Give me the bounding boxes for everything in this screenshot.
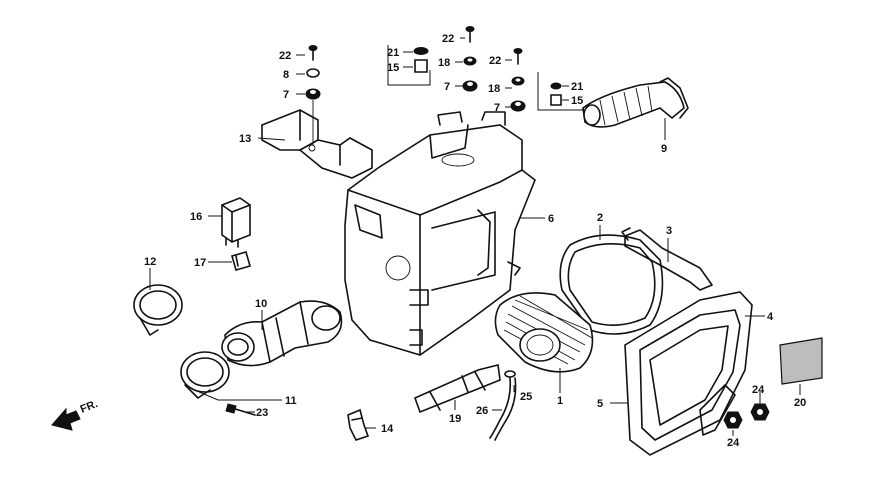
part-26-drain-tube: [489, 377, 517, 441]
callout-19: 19: [449, 413, 461, 425]
leader-lines: [149, 37, 801, 436]
callout-13: 13: [239, 133, 251, 145]
part-24-nut-a: [723, 411, 743, 429]
callout-9: 9: [661, 143, 667, 155]
part-20-label: [779, 337, 823, 385]
callout-24b: 24: [752, 384, 765, 396]
hardware-collar-21-15-right: [550, 82, 562, 106]
callout-7c: 7: [494, 102, 500, 114]
callout-5: 5: [597, 398, 603, 410]
callout-24a: 24: [727, 437, 740, 449]
part-25-plug: [504, 370, 516, 378]
callout-12: 12: [144, 256, 156, 268]
part-12-band: [133, 284, 183, 336]
callout-23: 23: [256, 407, 268, 419]
hardware-stack-middle: [462, 26, 478, 92]
front-direction-arrow: FR.: [51, 398, 100, 431]
callout-11: 11: [285, 395, 297, 407]
callout-21b: 21: [571, 81, 583, 93]
callout-8: 8: [283, 69, 289, 81]
callout-21a: 21: [387, 47, 399, 59]
callouts: 1 2 3 4 5 6 7 7 7 8 9 10 11 12 13 14 15 …: [144, 33, 806, 449]
callout-14: 14: [381, 423, 394, 435]
part-13-bracket: [261, 109, 373, 179]
hardware-stack-right: [510, 48, 526, 112]
callout-18b: 18: [488, 83, 500, 95]
callout-22c: 22: [489, 55, 501, 67]
part-2-filter-element: [559, 234, 664, 335]
part-17-clip: [231, 251, 251, 271]
part-14-clip: [347, 408, 370, 441]
part-10-connecting-tube: [221, 300, 343, 367]
callout-26: 26: [476, 405, 488, 417]
hardware-stack-left: [305, 45, 321, 145]
callout-4: 4: [767, 311, 774, 323]
callout-15a: 15: [387, 62, 399, 74]
callout-20: 20: [794, 397, 806, 409]
part-19-strap: [413, 364, 501, 414]
callout-22a: 22: [279, 50, 291, 62]
callout-2: 2: [597, 212, 603, 224]
callout-1: 1: [557, 395, 563, 407]
part-11-clamp: [180, 351, 230, 399]
callout-22b: 22: [442, 33, 454, 45]
part-23-screw: [225, 403, 256, 416]
part-3-holder-band: [621, 227, 713, 291]
callout-7a: 7: [283, 89, 289, 101]
part-16-module: [221, 197, 251, 248]
callout-17: 17: [194, 257, 206, 269]
callout-10: 10: [255, 298, 267, 310]
callout-18a: 18: [438, 57, 450, 69]
part-6-air-cleaner-case: [344, 111, 536, 356]
front-label: FR.: [79, 398, 100, 416]
callout-7b: 7: [444, 81, 450, 93]
hardware-collar-21-15-left: [413, 47, 429, 73]
callout-16: 16: [190, 211, 202, 223]
part-1-cartridge: [494, 292, 594, 373]
callout-15b: 15: [571, 95, 583, 107]
part-9-intake-duct: [582, 77, 689, 128]
part-24-nut-b: [750, 403, 770, 421]
callout-25: 25: [520, 391, 532, 403]
callout-3: 3: [666, 225, 672, 237]
part-4-cover: [624, 291, 753, 456]
callout-6: 6: [548, 213, 554, 225]
